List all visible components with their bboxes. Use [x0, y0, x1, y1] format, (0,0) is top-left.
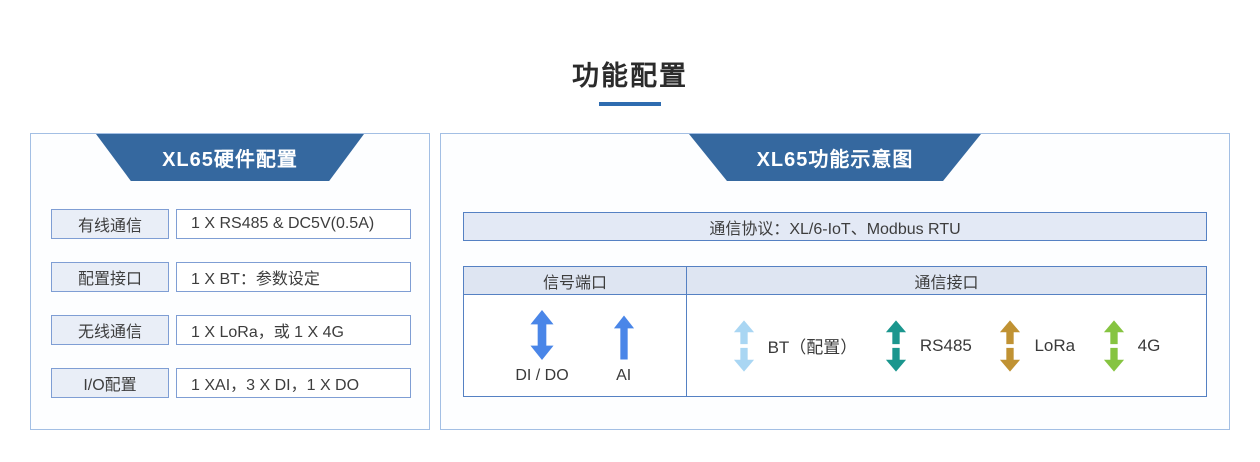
split-double-arrow-icon [885, 319, 906, 372]
split-double-arrow-icon [1103, 319, 1124, 372]
comm-interface-label: BT（配置） [767, 338, 858, 357]
row-value: 1 X BT：参数设定 [176, 262, 411, 292]
row-label: 有线通信 [51, 209, 169, 239]
column-header-signal-ports: 信号端口 [464, 267, 687, 294]
hardware-row-wireless: 无线通信 1 X LoRa，或 1 X 4G [51, 315, 411, 345]
comm-interfaces-cell: BT（配置） RS485 LoRa [687, 295, 1206, 396]
comm-interface-rs485: RS485 [885, 319, 972, 373]
column-header-comm-interfaces: 通信接口 [914, 274, 979, 292]
comm-interface-bt: BT（配置） [733, 319, 858, 373]
protocol-bar-label: 通信协议：XL/6-IoT、Modbus RTU [709, 220, 961, 238]
row-label: I/O配置 [51, 368, 169, 398]
split-double-arrow-icon [733, 319, 754, 372]
up-arrow-icon [613, 315, 634, 360]
signal-port-ai: AI [613, 315, 635, 385]
row-value: 1 X LoRa，或 1 X 4G [176, 315, 411, 345]
signal-ports-cell: DI / DO AI [464, 295, 687, 396]
split-double-arrow-icon [1000, 319, 1021, 372]
comm-interface-label: LoRa [1034, 335, 1076, 355]
function-table-body: DI / DO AI BT（配置） [464, 295, 1206, 396]
function-diagram-panel: XL65功能示意图 通信协议：XL/6-IoT、Modbus RTU 信号端口 … [440, 133, 1230, 430]
row-value: 1 X RS485 & DC5V(0.5A) [176, 209, 411, 239]
row-value: 1 XAI，3 X DI，1 X DO [176, 368, 411, 398]
function-diagram-header-label: XL65功能示意图 [756, 149, 914, 171]
hardware-row-io: I/O配置 1 XAI，3 X DI，1 X DO [51, 368, 411, 398]
function-table-header: 信号端口 通信接口 [464, 267, 1206, 295]
comm-interface-4g: 4G [1103, 319, 1161, 373]
function-table: 信号端口 通信接口 DI / DO AI [463, 266, 1207, 397]
signal-port-label: DI / DO [515, 367, 569, 384]
hardware-config-panel: XL65硬件配置 有线通信 1 X RS485 & DC5V(0.5A) 配置接… [30, 133, 430, 430]
comm-interface-label: 4G [1137, 335, 1161, 355]
hardware-row-config-interface: 配置接口 1 X BT：参数设定 [51, 262, 411, 292]
comm-interface-label: RS485 [919, 335, 972, 355]
hardware-row-wired: 有线通信 1 X RS485 & DC5V(0.5A) [51, 209, 411, 239]
page-header: 功能配置 [0, 54, 1260, 106]
hardware-config-header-label: XL65硬件配置 [162, 149, 298, 171]
protocol-bar: 通信协议：XL/6-IoT、Modbus RTU [463, 212, 1207, 241]
title-underline [599, 102, 661, 106]
signal-port-label: AI [616, 367, 632, 384]
row-label: 无线通信 [51, 315, 169, 345]
function-diagram-header: XL65功能示意图 [689, 134, 981, 181]
hardware-config-header: XL65硬件配置 [96, 134, 364, 181]
comm-interface-lora: LoRa [999, 319, 1075, 373]
page-title: 功能配置 [572, 61, 688, 91]
double-arrow-icon [530, 310, 554, 360]
hardware-config-rows: 有线通信 1 X RS485 & DC5V(0.5A) 配置接口 1 X BT：… [51, 209, 411, 398]
signal-port-di-do: DI / DO [515, 310, 569, 385]
row-label: 配置接口 [51, 262, 169, 292]
